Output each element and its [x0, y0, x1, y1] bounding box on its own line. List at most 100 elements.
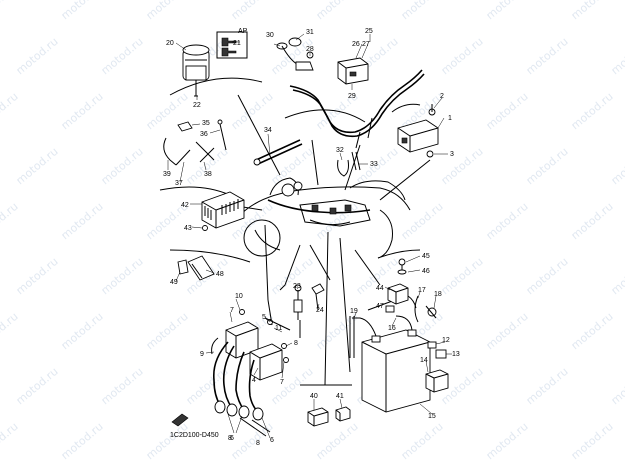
watermark-text: motod.ru: [314, 200, 361, 242]
part-label-22: 22: [193, 102, 201, 109]
part-label-33: 33: [370, 161, 378, 168]
watermark-text: motod.ru: [14, 35, 61, 77]
part-label-26: 26: [352, 41, 360, 48]
part-labels: 1 2 3 4 5 6 6 7 7 8 8 8 9 10 11 12 13 14…: [163, 28, 460, 447]
watermark-text: motod.ru: [99, 145, 146, 187]
part-label-6a: 6: [230, 435, 234, 442]
part-label-43: 43: [184, 225, 192, 232]
part-label-41: 41: [336, 393, 344, 400]
diagram-code: 1C2D100-D450: [170, 432, 219, 439]
routing-line: [354, 249, 381, 286]
watermark-text: motod.ru: [99, 365, 146, 407]
part-label-17: 17: [418, 287, 426, 294]
watermark-text: motod.ru: [524, 145, 571, 187]
watermark-text: motod.ru: [99, 35, 146, 77]
watermark-text: motod.ru: [14, 365, 61, 407]
routing-line: [339, 237, 351, 373]
part-label-2: 2: [440, 93, 444, 100]
watermark-text: motod.ru: [0, 420, 21, 462]
part-label-30: 30: [266, 32, 274, 39]
part-label-42: 42: [181, 202, 189, 209]
part-label-7a: 7: [230, 307, 234, 314]
watermark-text: motod.ru: [0, 200, 21, 242]
routing-line: [311, 139, 319, 186]
watermark-text: motod.ru: [484, 200, 531, 242]
part-label-40: 40: [310, 393, 318, 400]
separator-line: [169, 77, 263, 96]
part-label-37: 37: [175, 180, 183, 187]
routing-line: [324, 231, 329, 386]
part-label-29: 29: [348, 93, 356, 100]
watermark-text: motod.ru: [59, 420, 106, 462]
separator-line: [159, 186, 231, 196]
separator-line: [391, 103, 421, 113]
watermark-text: motod.ru: [439, 35, 486, 77]
watermark-text: motod.ru: [609, 145, 625, 187]
watermark-text: motod.ru: [484, 90, 531, 132]
watermark-text: motod.ru: [484, 420, 531, 462]
part-label-1: 1: [448, 115, 452, 122]
watermark-text: motod.ru: [484, 310, 531, 352]
relay-box: [397, 104, 439, 158]
watermark-text: motod.ru: [59, 310, 106, 352]
watermark-text: motod.ru: [399, 200, 446, 242]
wiring-harness-front: [289, 69, 425, 149]
bracket-part: [171, 413, 189, 427]
relay-group: [425, 341, 449, 393]
separator-line: [169, 249, 251, 263]
watermark-text: motod.ru: [524, 365, 571, 407]
kit-label: AP: [238, 28, 248, 35]
watermark-text: motod.ru: [144, 0, 191, 22]
part-label-44: 44: [376, 285, 384, 292]
part-label-15: 15: [428, 413, 436, 420]
battery: [349, 315, 431, 413]
part-label-38: 38: [204, 171, 212, 178]
part-label-8b: 8: [228, 435, 232, 442]
watermark-text: motod.ru: [14, 145, 61, 187]
watermark-text: motod.ru: [144, 420, 191, 462]
clamp-set: [337, 151, 361, 177]
watermark-text: motod.ru: [59, 90, 106, 132]
part-label-6b: 6: [270, 437, 274, 444]
rectifier-regulator: [201, 191, 245, 231]
part-label-45: 45: [422, 253, 430, 260]
watermark-text: motod.ru: [314, 420, 361, 462]
small-parts-left: [163, 119, 227, 166]
watermark-text: motod.ru: [184, 145, 231, 187]
part-label-13: 13: [452, 351, 460, 358]
starter-relay: [385, 258, 417, 313]
watermark-text: motod.ru: [569, 200, 616, 242]
routing-line: [309, 244, 331, 281]
watermark-text: motod.ru: [314, 0, 361, 22]
ignition-coils: [225, 309, 291, 381]
relay-unit: [337, 57, 369, 85]
watermark-text: motod.ru: [569, 90, 616, 132]
watermark-text: motod.ru: [439, 255, 486, 297]
routing-line: [264, 224, 269, 301]
routing-line: [279, 244, 301, 291]
watermark-text: motod.ru: [569, 420, 616, 462]
watermark-text: motod.ru: [14, 255, 61, 297]
flasher-relay: [177, 255, 215, 281]
part-label-31: 31: [306, 29, 314, 36]
part-label-20: 20: [166, 40, 174, 47]
part-label-34: 34: [264, 127, 272, 134]
part-label-21: 21: [233, 40, 241, 47]
part-label-39: 39: [163, 171, 171, 178]
watermark-text: motod.ru: [609, 365, 625, 407]
part-label-49: 49: [170, 279, 178, 286]
cable-assembly: [253, 139, 303, 166]
part-label-28: 28: [306, 46, 314, 53]
watermark-text: motod.ru: [569, 310, 616, 352]
separator-line: [284, 109, 366, 123]
part-label-11: 11: [275, 325, 282, 332]
part-label-5: 5: [262, 314, 266, 321]
watermark-text: motod.ru: [399, 420, 446, 462]
watermark-text: motod.ru: [0, 0, 21, 22]
part-label-35: 35: [202, 120, 210, 127]
key-set: [216, 31, 248, 59]
part-label-48: 48: [216, 271, 224, 278]
part-label-47: 47: [376, 303, 384, 310]
routing-line: [237, 94, 281, 176]
